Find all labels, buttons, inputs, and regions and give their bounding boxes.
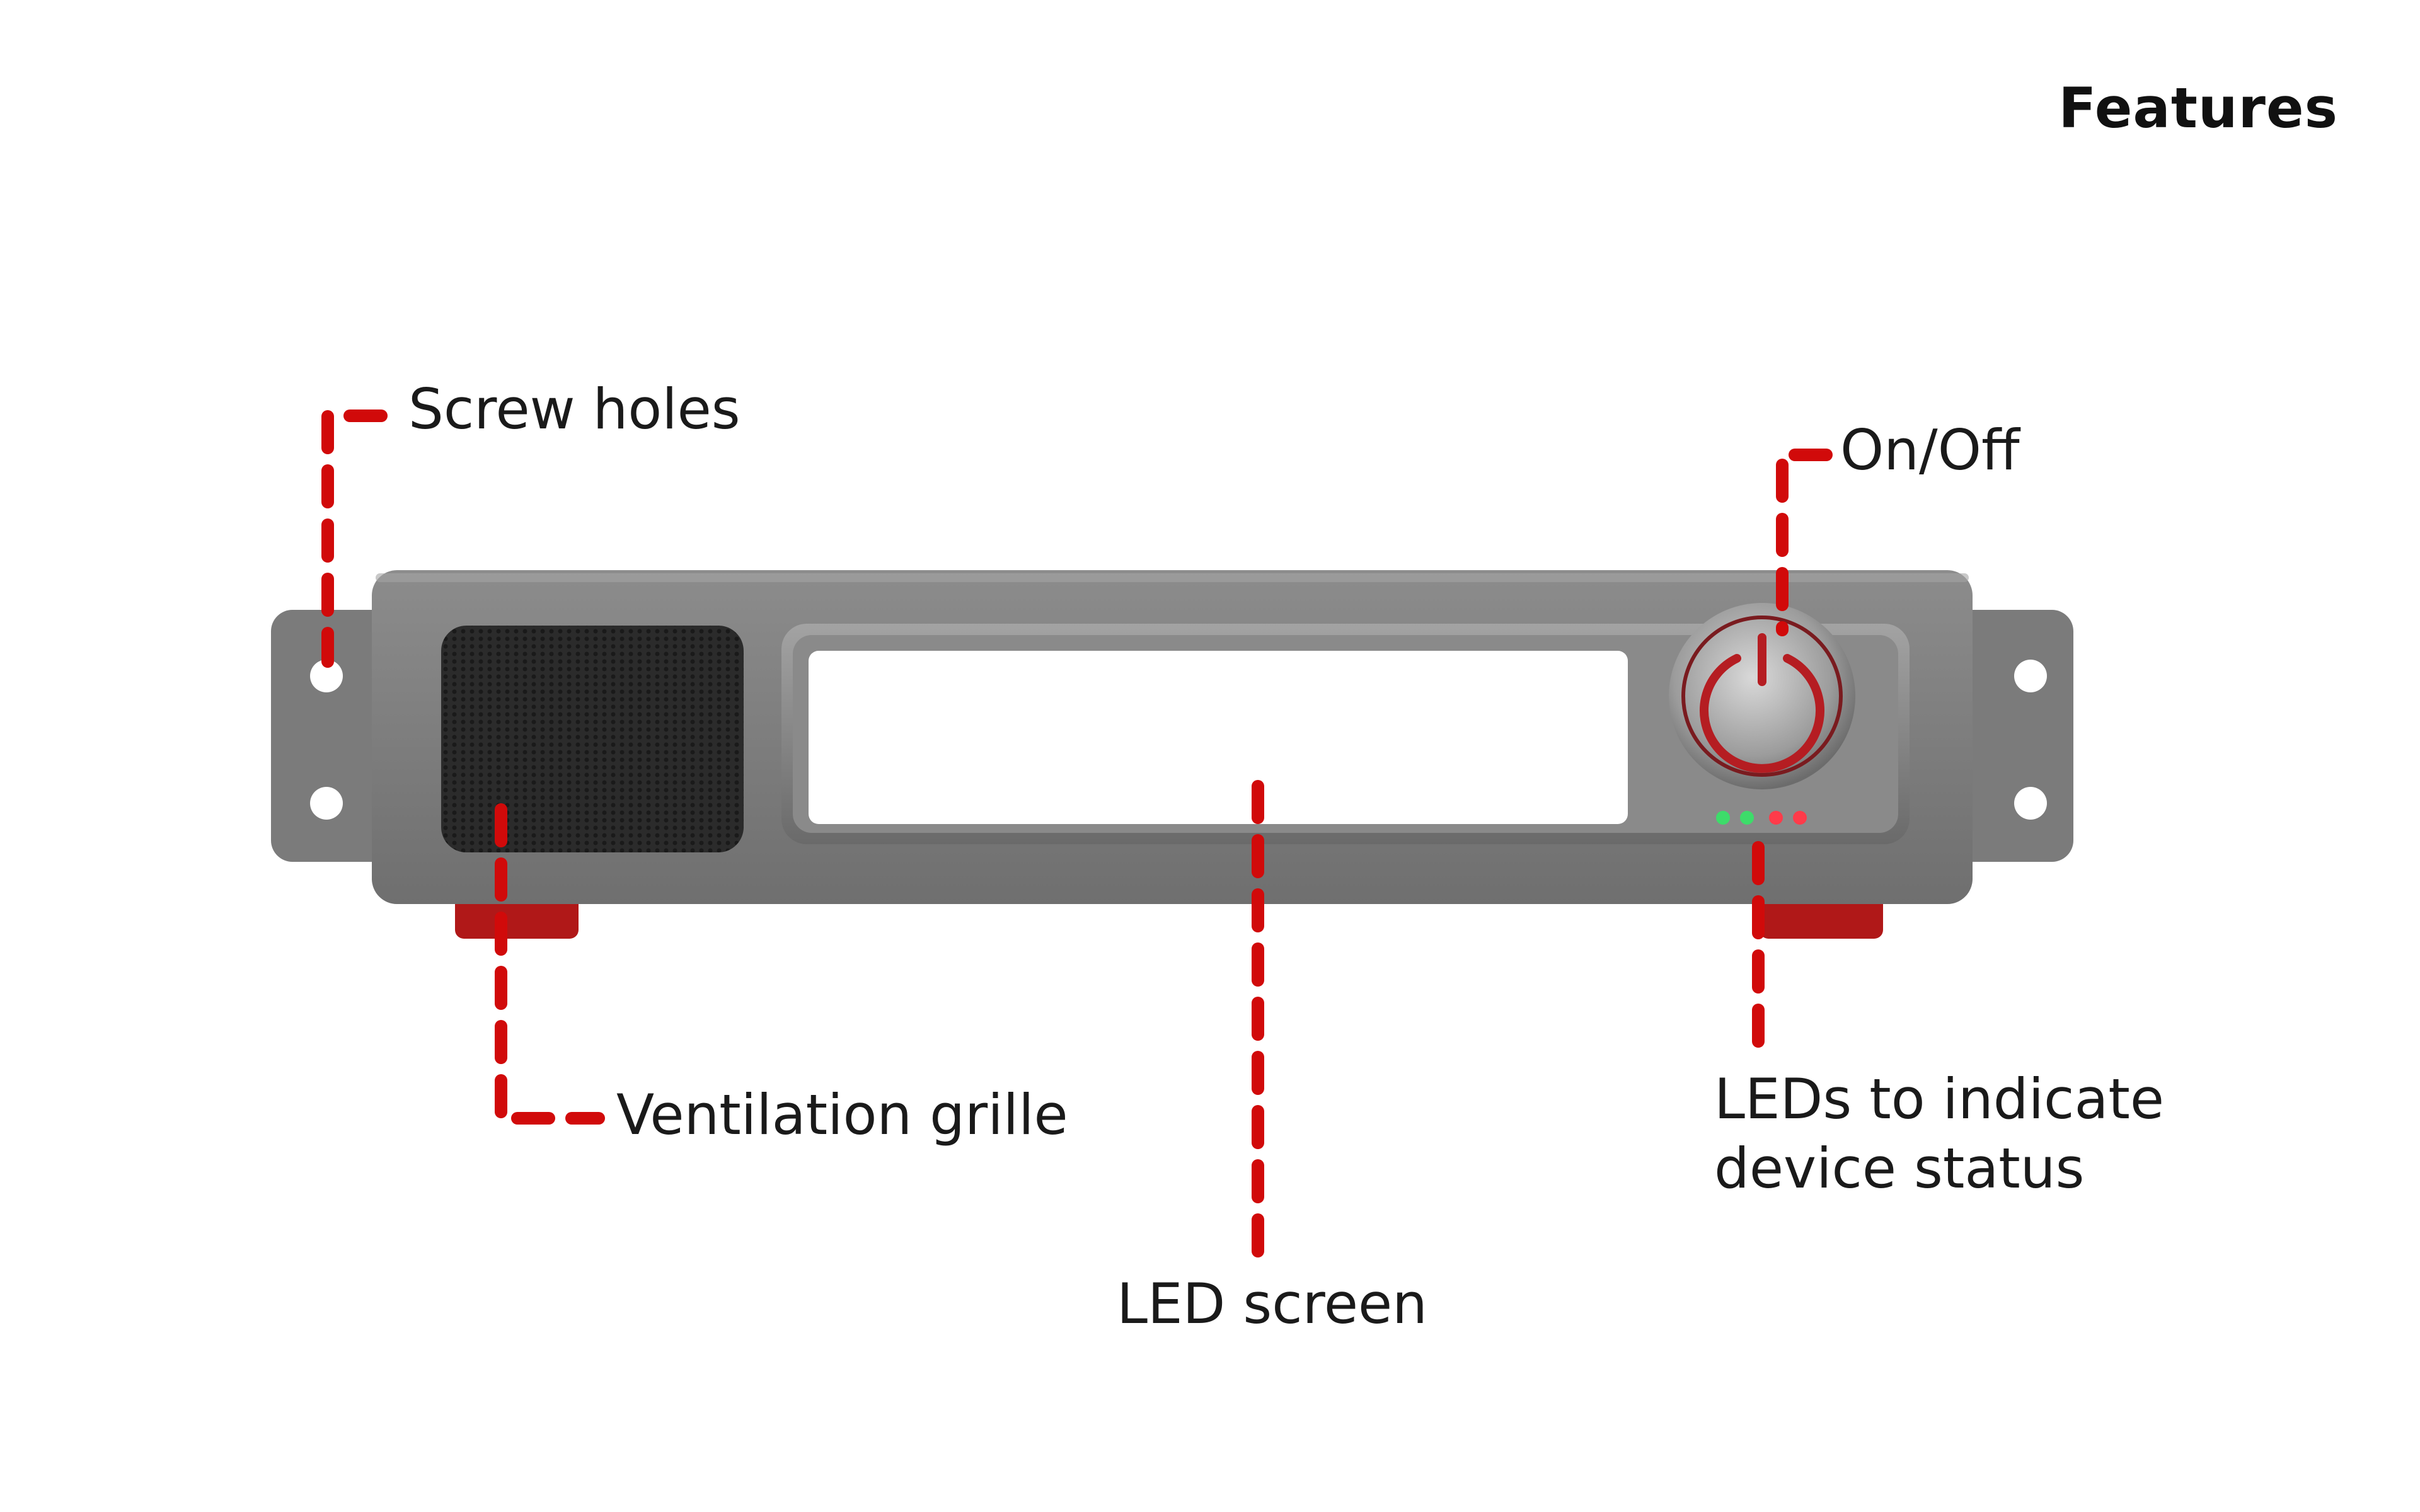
power-button[interactable] xyxy=(1669,603,1855,789)
callout-label-ventilation-grille: Ventilation grille xyxy=(616,1082,1068,1147)
callout-label-led-screen: LED screen xyxy=(1117,1271,1427,1336)
status-led-1 xyxy=(1716,811,1730,825)
callout-label-status-leds: LEDs to indicate device status xyxy=(1714,1065,2164,1203)
ventilation-grille xyxy=(441,626,744,852)
status-led-4 xyxy=(1793,811,1807,825)
callout-line-on-off xyxy=(1776,449,1833,636)
callout-label-status-leds-line1: LEDs to indicate xyxy=(1714,1067,2165,1131)
callout-label-status-leds-line2: device status xyxy=(1714,1136,2085,1201)
power-icon xyxy=(1700,654,1824,773)
screw-hole-top-left xyxy=(310,660,343,692)
screw-hole-bottom-left xyxy=(310,787,343,820)
callout-label-screw-holes: Screw holes xyxy=(408,377,740,442)
status-led-2 xyxy=(1740,811,1754,825)
callout-line-ventilation-grille xyxy=(495,803,605,1125)
screw-hole-top-right xyxy=(2014,660,2047,692)
led-screen xyxy=(809,651,1628,824)
left-mounting-ear xyxy=(271,610,403,862)
screw-hole-bottom-right xyxy=(2014,787,2047,820)
callout-label-on-off: On/Off xyxy=(1840,418,2020,483)
page-title: Features xyxy=(2058,76,2338,140)
callout-line-screw-holes xyxy=(321,410,388,668)
status-led-3 xyxy=(1769,811,1783,825)
